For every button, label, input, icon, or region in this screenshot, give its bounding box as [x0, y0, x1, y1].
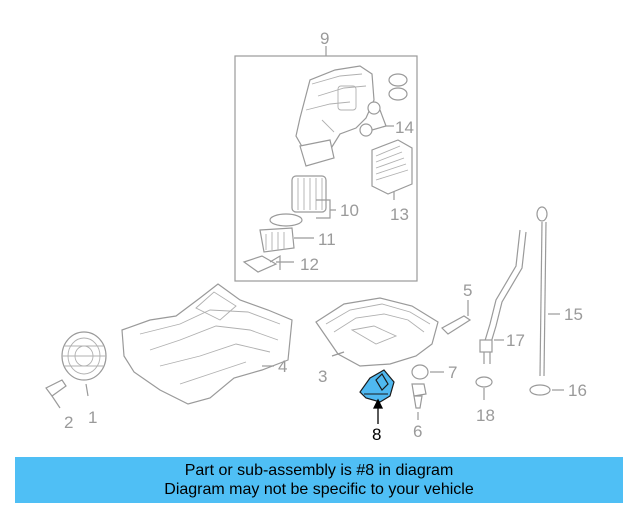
callout-17: 17 [506, 331, 525, 350]
callout-14: 14 [395, 118, 414, 137]
callout-5: 5 [463, 281, 472, 300]
callout-4: 4 [278, 357, 287, 376]
callout-2: 2 [64, 413, 73, 432]
callout-8: 8 [372, 425, 381, 444]
lower-oil-pan [315, 297, 439, 367]
oil-filter-housing-group [234, 46, 418, 282]
crank-pulley [45, 331, 107, 409]
callout-7: 7 [448, 363, 457, 382]
callout-15: 15 [564, 305, 583, 324]
drain-gasket [411, 364, 444, 380]
dipstick-tube [475, 229, 527, 400]
callout-11: 11 [318, 230, 336, 249]
callout-1: 1 [88, 408, 97, 427]
callout-16: 16 [568, 381, 587, 400]
callout-12: 12 [300, 255, 319, 274]
upper-oil-pan [121, 283, 293, 405]
banner-line-2: Diagram may not be specific to your vehi… [164, 481, 474, 498]
guide-bracket [441, 300, 472, 335]
oil-strainer-part-8 [359, 369, 395, 424]
callout-18: 18 [476, 406, 495, 425]
callout-3: 3 [318, 367, 327, 386]
banner-line-1: Part or sub-assembly is #8 in diagram [184, 462, 454, 479]
drain-plug [411, 383, 427, 420]
callout-10: 10 [340, 201, 359, 220]
callout-13: 13 [390, 205, 409, 224]
dipstick [529, 206, 564, 396]
callout-9: 9 [320, 29, 329, 48]
parts-diagram: 9 14 13 10 11 12 1 2 4 3 8 6 7 5 17 18 1… [45, 29, 587, 444]
callout-6: 6 [413, 422, 422, 441]
caption-banner: Part or sub-assembly is #8 in diagram Di… [15, 457, 623, 503]
